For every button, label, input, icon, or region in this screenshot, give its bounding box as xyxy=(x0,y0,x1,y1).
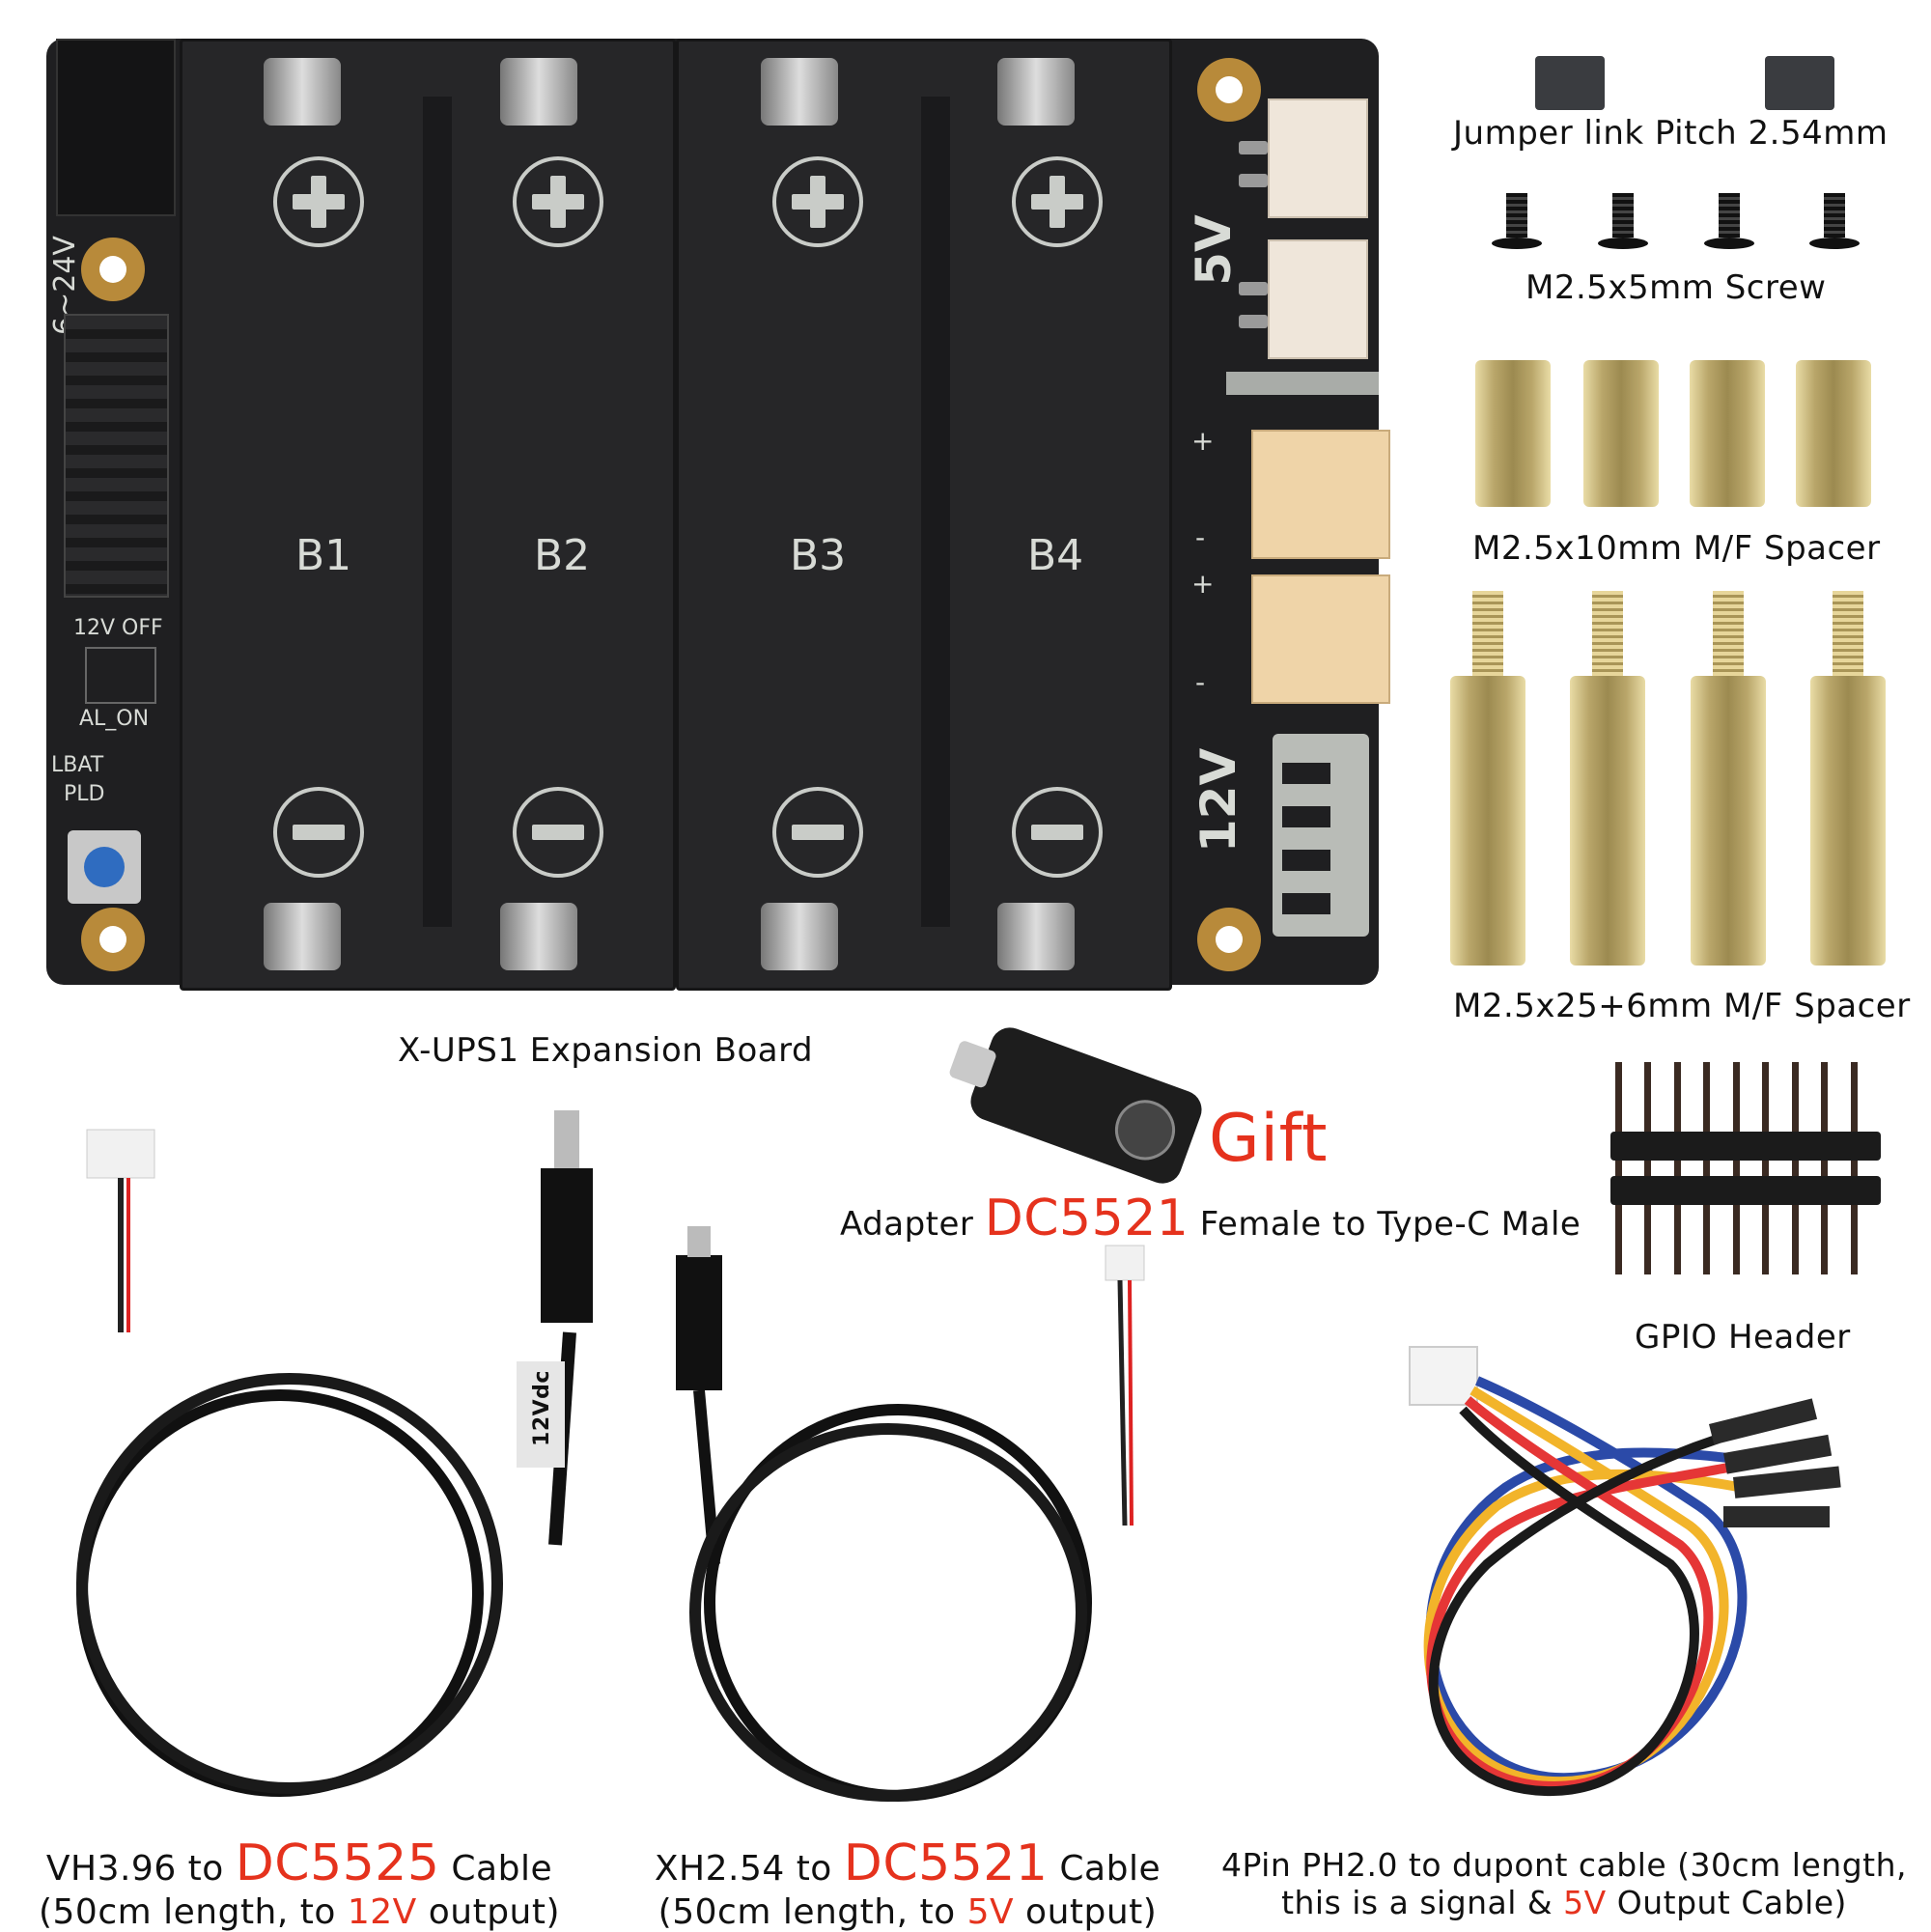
long-spacer-2 xyxy=(1570,676,1645,966)
plus-sign-2: + xyxy=(1191,568,1215,600)
short-spacer-2 xyxy=(1583,360,1659,507)
12vdc-tag xyxy=(517,1361,565,1468)
jumper-caption: Jumper link Pitch 2.54mm xyxy=(1453,114,1889,153)
slot-label-b4: B4 xyxy=(1027,531,1084,580)
jumper-link-1 xyxy=(1535,56,1605,110)
12vdc-tag-text: 12Vdc xyxy=(529,1370,554,1446)
12v-connector-1[interactable] xyxy=(1251,430,1390,559)
power-button[interactable] xyxy=(68,830,141,904)
ph20-cable-caption: 4Pin PH2.0 to dupont cable (30cm length,… xyxy=(1221,1846,1907,1921)
screw-4 xyxy=(1809,193,1860,251)
screw-2 xyxy=(1598,193,1648,251)
minus-sign-1: - xyxy=(1195,521,1206,553)
ph20-dupont-cable xyxy=(1409,1346,1841,1797)
mounting-hole-tl xyxy=(81,238,145,301)
x-ups1-board: 6~24V 12V OFF AL_ON LBAT PLD B1 B2 B3 B4… xyxy=(46,39,1390,991)
slot-label-b3: B3 xyxy=(790,531,847,580)
screw-caption: M2.5x5mm Screw xyxy=(1525,268,1827,307)
slot-label-b1: B1 xyxy=(295,531,352,580)
short-spacer-4 xyxy=(1796,360,1871,507)
jumper-label-bottom: AL_ON xyxy=(79,707,150,731)
adapter-caption: Adapter DC5521 Female to Type-C Male xyxy=(840,1190,1581,1247)
cables-illustration xyxy=(76,1110,1841,1802)
battery-level-icon xyxy=(1273,734,1369,937)
vh396-dc5525-cable xyxy=(76,1110,593,1797)
mounting-hole-bl xyxy=(81,908,145,971)
jumper-link-2 xyxy=(1765,56,1834,110)
output-12v-label: 12V xyxy=(1190,747,1247,854)
vh396-cable-caption: VH3.96 to DC5525 Cable (50cm length, to … xyxy=(38,1834,561,1932)
plus-icon xyxy=(273,156,364,247)
long-spacer-1 xyxy=(1450,676,1525,966)
gift-badge: Gift xyxy=(1209,1101,1328,1177)
plus-icon xyxy=(513,156,603,247)
output-5v-label: 5V xyxy=(1185,214,1242,286)
long-spacer-caption: M2.5x25+6mm M/F Spacer xyxy=(1453,987,1911,1025)
board-caption: X-UPS1 Expansion Board xyxy=(398,1031,814,1070)
mounting-hole-br xyxy=(1197,908,1261,971)
plus-icon xyxy=(772,156,863,247)
gpio-footprint xyxy=(64,314,169,598)
gpio-caption: GPIO Header xyxy=(1635,1318,1851,1357)
12v-connector-2[interactable] xyxy=(1251,574,1390,704)
plus-sign-1: + xyxy=(1191,425,1215,457)
minus-icon xyxy=(1012,787,1103,878)
power-button-cap xyxy=(84,847,125,887)
short-spacer-caption: M2.5x10mm M/F Spacer xyxy=(1472,529,1881,568)
5v-connector-1[interactable] xyxy=(1268,98,1368,218)
screw-1 xyxy=(1492,193,1542,251)
short-spacer-1 xyxy=(1475,360,1551,507)
minus-icon xyxy=(273,787,364,878)
minus-sign-2: - xyxy=(1195,666,1206,698)
long-spacer-4 xyxy=(1810,676,1886,966)
5v-connector-2[interactable] xyxy=(1268,239,1368,359)
dc-input-jack xyxy=(56,39,176,216)
led-label-lbat: LBAT xyxy=(51,753,104,777)
jumper-pads xyxy=(85,647,156,704)
plus-icon xyxy=(1012,156,1103,247)
jumper-label-top: 12V OFF xyxy=(73,616,163,640)
xh254-cable-caption: XH2.54 to DC5521 Cable (50cm length, to … xyxy=(654,1834,1161,1932)
minus-icon xyxy=(513,787,603,878)
mounting-hole-tr xyxy=(1197,58,1261,122)
led-label-pld: PLD xyxy=(64,782,105,806)
xh254-dc5521-cable xyxy=(676,1226,1145,1802)
minus-icon xyxy=(772,787,863,878)
slot-label-b2: B2 xyxy=(534,531,591,580)
long-spacer-3 xyxy=(1691,676,1766,966)
short-spacer-3 xyxy=(1690,360,1765,507)
screw-3 xyxy=(1704,193,1754,251)
